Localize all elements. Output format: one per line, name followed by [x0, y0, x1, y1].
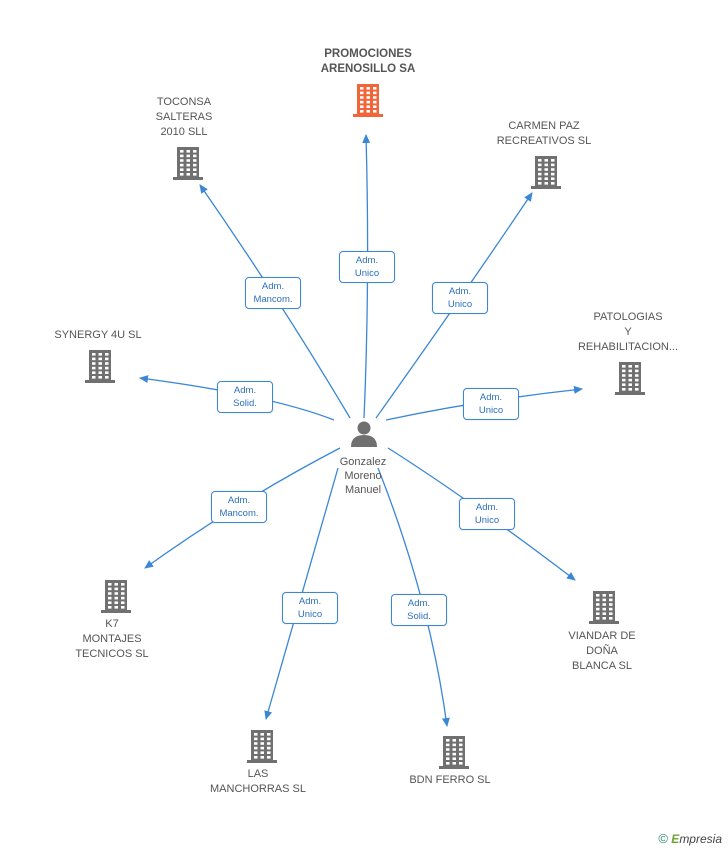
- relation-badge-promociones[interactable]: Adm. Unico: [339, 251, 395, 283]
- building-icon[interactable]: [531, 156, 561, 189]
- brand-logo: Empresia: [671, 832, 722, 846]
- company-label-promociones[interactable]: PROMOCIONES ARENOSILLO SA: [320, 48, 416, 75]
- building-icon[interactable]: [353, 84, 383, 117]
- company-label-synergy[interactable]: SYNERGY 4U SL: [54, 329, 142, 341]
- building-icon[interactable]: [589, 591, 619, 624]
- company-label-bdn[interactable]: BDN FERRO SL: [409, 774, 491, 786]
- relation-badge-carmen[interactable]: Adm. Unico: [432, 282, 488, 314]
- building-icon[interactable]: [101, 580, 131, 613]
- person-label[interactable]: Gonzalez Moreno Manuel: [339, 456, 387, 496]
- company-label-carmen[interactable]: CARMEN PAZ RECREATIVOS SL: [496, 120, 592, 147]
- relation-badge-k7[interactable]: Adm. Mancom.: [211, 491, 267, 523]
- relation-badge-toconsa[interactable]: Adm. Mancom.: [245, 277, 301, 309]
- building-icon[interactable]: [247, 730, 277, 763]
- building-icon[interactable]: [173, 147, 203, 180]
- company-label-manchorras[interactable]: LAS MANCHORRAS SL: [210, 768, 306, 795]
- copyright-symbol: ©: [658, 831, 668, 846]
- relation-badge-patologias[interactable]: Adm. Unico: [463, 388, 519, 420]
- relation-badge-bdn[interactable]: Adm. Solid.: [391, 594, 447, 626]
- company-label-k7[interactable]: K7 MONTAJES TECNICOS SL: [75, 618, 149, 660]
- building-icon[interactable]: [439, 736, 469, 769]
- person-icon[interactable]: [351, 421, 377, 448]
- relation-badge-manchorras[interactable]: Adm. Unico: [282, 592, 338, 624]
- building-icon[interactable]: [615, 362, 645, 395]
- relation-badge-synergy[interactable]: Adm. Solid.: [217, 381, 273, 413]
- relation-badge-viandar[interactable]: Adm. Unico: [459, 498, 515, 530]
- company-label-viandar[interactable]: VIANDAR DE DOÑA BLANCA SL: [568, 630, 636, 672]
- footer-brand: © Empresia: [658, 831, 722, 846]
- company-label-toconsa[interactable]: TOCONSA SALTERAS 2010 SLL: [155, 96, 213, 138]
- company-label-patologias[interactable]: PATOLOGIAS Y REHABILITACION...: [577, 311, 679, 353]
- building-icon[interactable]: [85, 350, 115, 383]
